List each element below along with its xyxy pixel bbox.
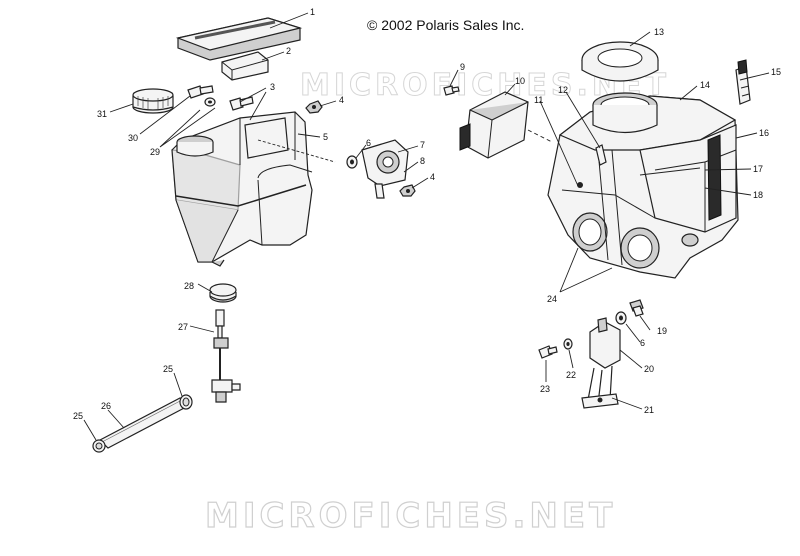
callout-13: 13	[654, 27, 664, 37]
callout-17: 17	[753, 164, 763, 174]
callout-2: 2	[286, 46, 291, 56]
washer-part-lower	[563, 338, 573, 350]
callout-1: 1	[310, 7, 315, 17]
screw-part	[229, 96, 254, 111]
foam-block-part	[221, 51, 269, 81]
callout-25-lower: 25	[73, 411, 83, 421]
washer-part-right	[615, 311, 627, 325]
foam-ring-part	[581, 41, 659, 82]
oil-pump-part	[361, 139, 409, 199]
bolt-part-right	[629, 299, 644, 317]
latch-part	[735, 59, 751, 105]
nut-part-top	[305, 100, 323, 114]
callout-5: 5	[323, 132, 328, 142]
grommet-part	[209, 283, 237, 303]
callout-20: 20	[644, 364, 654, 374]
callout-27: 27	[178, 322, 188, 332]
callout-26: 26	[101, 401, 111, 411]
callout-16: 16	[759, 128, 769, 138]
callout-11: 11	[534, 95, 543, 105]
callout-15: 15	[771, 67, 781, 77]
callout-18: 18	[753, 190, 763, 200]
hose-clamp-part-upper	[179, 394, 193, 410]
callout-29: 29	[150, 147, 160, 157]
bolt-and-washer-part	[187, 85, 216, 107]
callout-8: 8	[420, 156, 425, 166]
callout-4-right: 4	[430, 172, 435, 182]
oil-hose-part	[98, 397, 190, 449]
mounting-bracket-part	[581, 317, 621, 409]
filler-cap-part	[132, 88, 174, 114]
callout-31: 31	[97, 109, 107, 119]
copyright-notice: © 2002 Polaris Sales Inc.	[367, 17, 525, 33]
electronic-module-part	[459, 91, 529, 159]
mount-screw-part	[443, 85, 460, 96]
washer-part	[346, 155, 358, 169]
callout-25-upper: 25	[163, 364, 173, 374]
callout-30: 30	[128, 133, 138, 143]
callout-22: 22	[566, 370, 576, 380]
callout-24: 24	[547, 294, 557, 304]
callout-4-top: 4	[339, 95, 344, 105]
callout-19: 19	[657, 326, 667, 336]
tank-cover-part	[175, 17, 303, 61]
nut-part-right	[399, 184, 416, 197]
leader-lines	[83, 12, 770, 441]
callout-28: 28	[184, 281, 194, 291]
callout-labels: 1 2 3 4 5 6 7 8 4 9 10 11 12 13 14 15 16…	[73, 7, 781, 421]
callout-14: 14	[700, 80, 710, 90]
callout-9: 9	[460, 62, 465, 72]
callout-6-left: 6	[366, 138, 371, 148]
callout-10: 10	[515, 76, 525, 86]
hose-clamp-part-lower	[92, 439, 106, 453]
callout-21: 21	[644, 405, 654, 415]
callout-6-right: 6	[640, 338, 645, 348]
callout-23: 23	[540, 384, 550, 394]
callout-12: 12	[558, 85, 568, 95]
callout-7: 7	[420, 140, 425, 150]
airbox-part	[547, 92, 739, 279]
callout-3: 3	[270, 82, 275, 92]
oil-tank-part	[171, 111, 313, 267]
level-sender-part	[211, 309, 241, 403]
watermark-bottom: MICROFICHES.NET	[205, 496, 616, 536]
bolt-part-lower	[538, 345, 558, 359]
